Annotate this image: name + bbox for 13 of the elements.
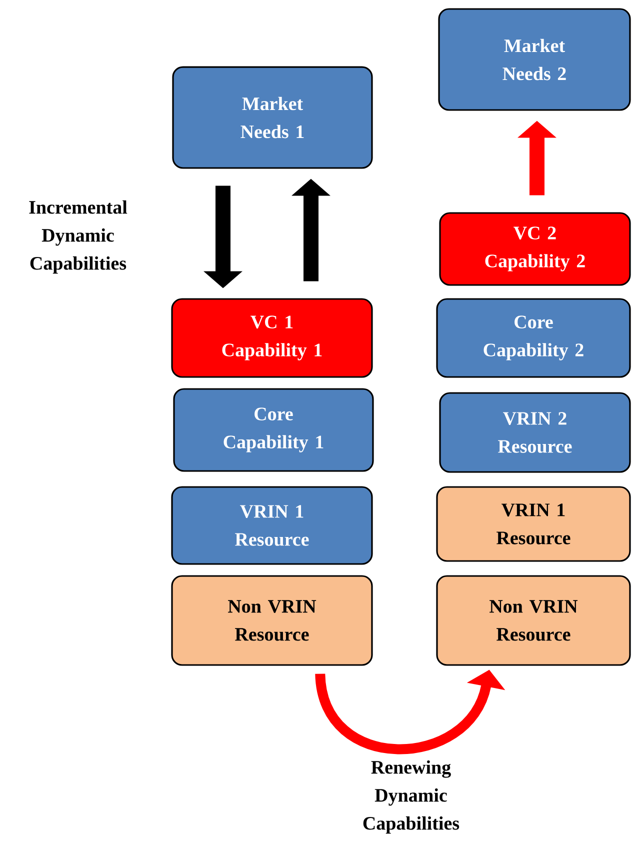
process-box: VRIN 1 Resource bbox=[436, 486, 631, 562]
process-box: VC 1 Capability 1 bbox=[171, 298, 373, 378]
process-box: Non VRIN Resource bbox=[171, 575, 373, 666]
process-box: Market Needs 2 bbox=[438, 8, 631, 111]
process-box: VRIN 1 Resource bbox=[171, 486, 373, 565]
process-box: VRIN 2 Resource bbox=[439, 392, 631, 473]
caption-text: Incremental Dynamic Capabilities bbox=[29, 200, 128, 274]
process-box: Non VRIN Resource bbox=[436, 575, 631, 666]
process-box: Core Capability 1 bbox=[173, 388, 374, 472]
process-box: VC 2 Capability 2 bbox=[439, 212, 631, 286]
process-box: Market Needs 1 bbox=[172, 66, 373, 169]
caption-text: Renewing Dynamic Capabilities bbox=[363, 760, 460, 834]
process-box: Core Capability 2 bbox=[436, 298, 631, 378]
